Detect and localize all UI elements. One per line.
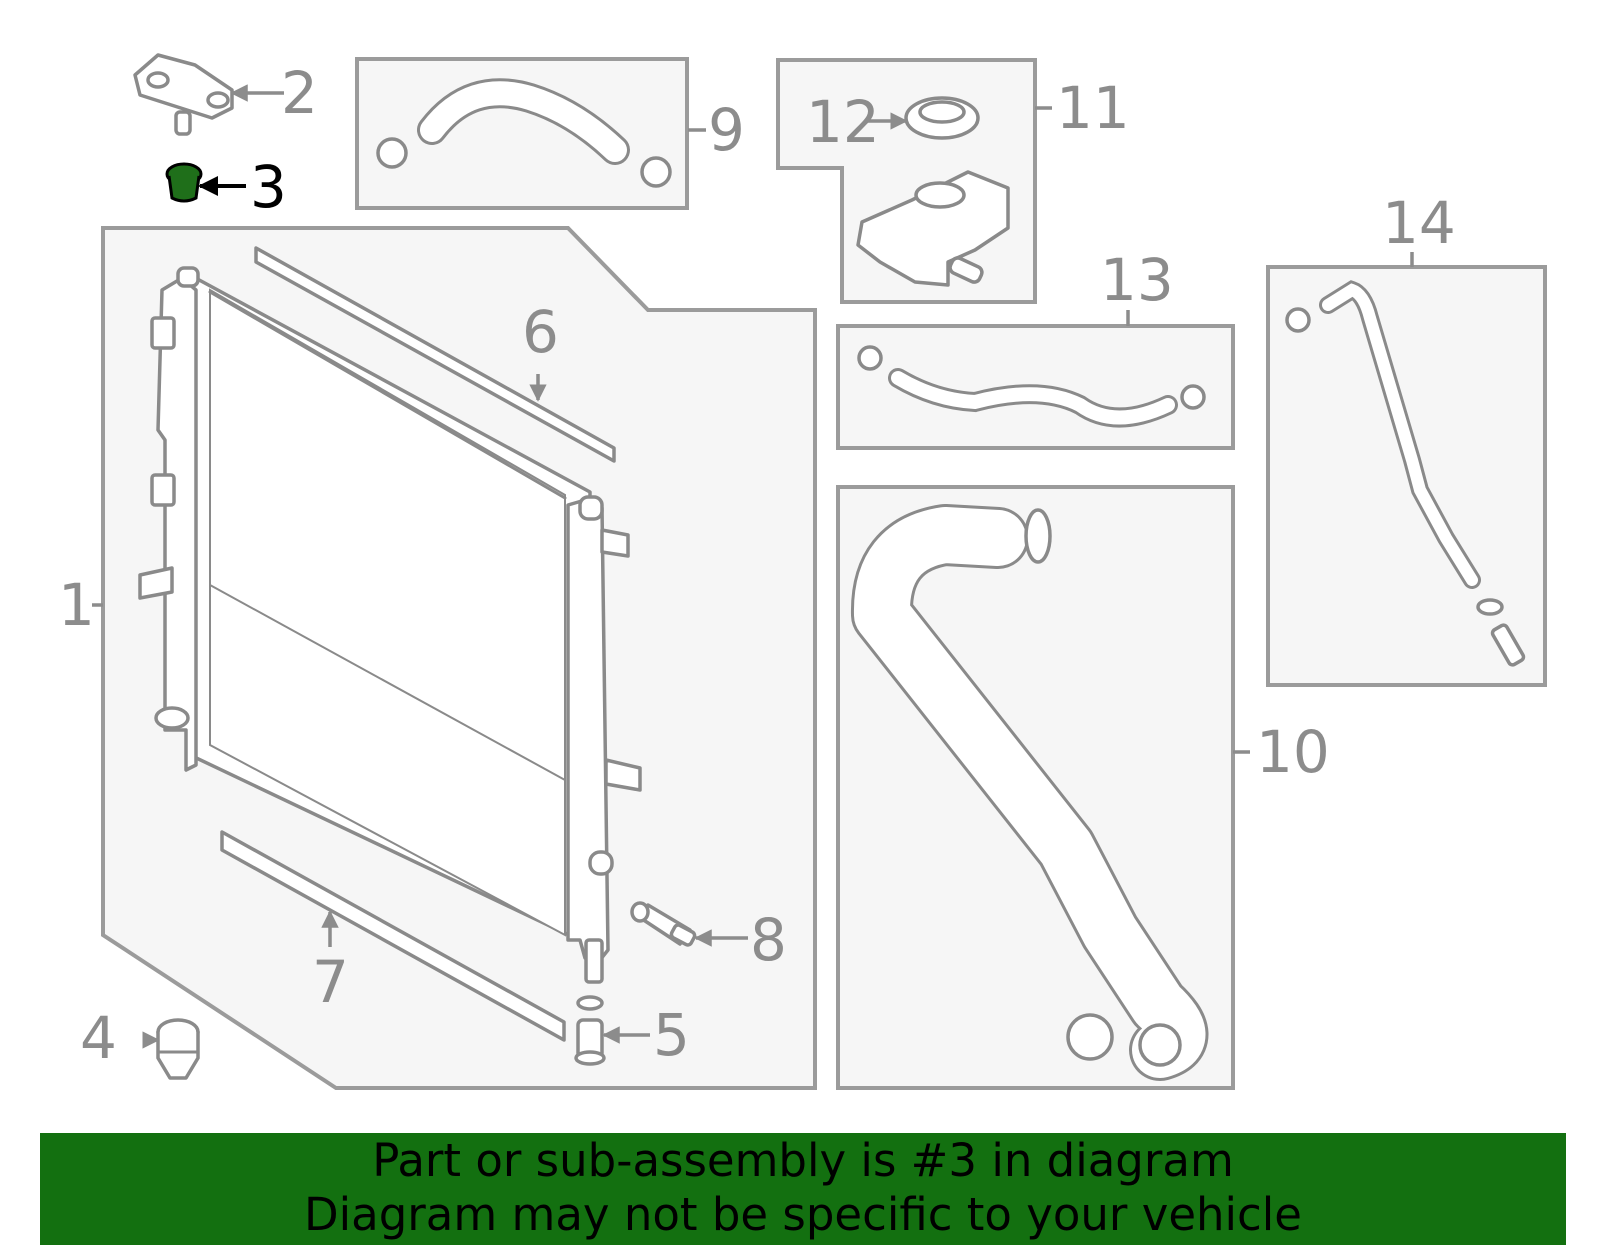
part-9-upper-hose-panel[interactable]: [355, 57, 689, 210]
parts-diagram: 1 2 3 4 5 6 7 8 9 10 11 12 13 14: [58, 53, 1547, 1090]
callout-3-highlighted: 3: [250, 153, 287, 221]
part-13-bypass-hose-panel[interactable]: [836, 324, 1235, 450]
callout-14: 14: [1382, 189, 1456, 257]
part-7-seal-strip[interactable]: [220, 830, 566, 1042]
callout-2: 2: [281, 59, 318, 127]
callout-5: 5: [653, 1001, 690, 1069]
callout-10: 10: [1256, 718, 1330, 786]
leader-lines: [92, 84, 1414, 1049]
part-3-insulator[interactable]: [165, 162, 203, 203]
callout-labels: 1 2 3 4 5 6 7 8 9 10 11 12 13 14: [58, 59, 1456, 1072]
callout-13: 13: [1100, 246, 1174, 314]
part-4-lower-insulator[interactable]: [156, 1018, 200, 1080]
part-10-lower-hose-panel[interactable]: [836, 485, 1235, 1090]
part-6-seal-strip[interactable]: [254, 246, 616, 463]
callout-4: 4: [80, 1004, 117, 1072]
callout-7: 7: [312, 948, 349, 1016]
radiator-panel: [101, 226, 817, 1090]
part-8-sensor[interactable]: [630, 901, 697, 947]
banner-line-2: Diagram may not be specific to your vehi…: [304, 1188, 1302, 1241]
callout-9: 9: [708, 96, 745, 164]
banner-line-1: Part or sub-assembly is #3 in diagram: [372, 1134, 1234, 1187]
part-info-banner: Part or sub-assembly is #3 in diagram Di…: [40, 1133, 1566, 1245]
callout-11: 11: [1056, 74, 1130, 142]
part-12-radiator-cap[interactable]: [904, 96, 980, 140]
callout-8: 8: [750, 906, 787, 974]
callout-1: 1: [58, 571, 95, 639]
part-5-drain-plug[interactable]: [574, 995, 606, 1066]
callout-6: 6: [522, 298, 559, 366]
radiator-left-tank: [156, 276, 198, 772]
radiator-right-tank: [566, 496, 610, 962]
part-2-mount-bracket[interactable]: [133, 53, 234, 136]
part-14-overflow-hose-panel[interactable]: [1266, 265, 1547, 687]
callout-12: 12: [806, 88, 880, 156]
